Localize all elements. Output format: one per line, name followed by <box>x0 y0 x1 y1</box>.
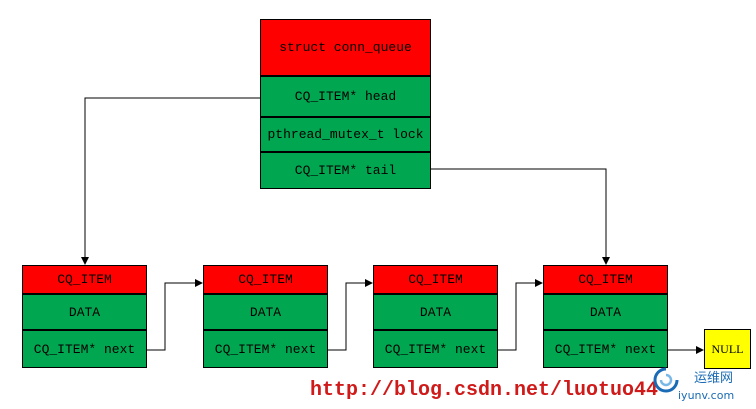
head-pointer-arrow <box>81 97 260 265</box>
cq-item-title: CQ_ITEM <box>22 265 147 294</box>
queue-struct-title: struct conn_queue <box>260 19 431 76</box>
cq-item-data: DATA <box>373 294 498 330</box>
cq-item-next: CQ_ITEM* next <box>22 330 147 368</box>
next-pointer-arrow-3 <box>498 279 543 351</box>
cq-item-title: CQ_ITEM <box>543 265 668 294</box>
site-logo-text: 运维网 <box>694 371 734 386</box>
blog-url-watermark: http://blog.csdn.net/luotuo44 <box>310 379 659 402</box>
cq-item-title: CQ_ITEM <box>373 265 498 294</box>
queue-head-field: CQ_ITEM* head <box>260 76 431 117</box>
cq-item-title: CQ_ITEM <box>203 265 328 294</box>
cq-item-next: CQ_ITEM* next <box>543 330 668 368</box>
null-terminator: NULL <box>704 329 751 369</box>
queue-tail-field: CQ_ITEM* tail <box>260 152 431 189</box>
cq-item-next: CQ_ITEM* next <box>203 330 328 368</box>
queue-lock-field: pthread_mutex_t lock <box>260 117 431 152</box>
next-pointer-arrow-1 <box>147 279 203 351</box>
site-logo-swirl-icon <box>653 367 679 393</box>
cq-item-next: CQ_ITEM* next <box>373 330 498 368</box>
cq-item-data: DATA <box>22 294 147 330</box>
next-pointer-arrow-2 <box>328 279 373 351</box>
tail-pointer-arrow <box>431 168 610 265</box>
site-logo-url: iyunv.com <box>678 389 735 402</box>
cq-item-data: DATA <box>543 294 668 330</box>
cq-item-data: DATA <box>203 294 328 330</box>
